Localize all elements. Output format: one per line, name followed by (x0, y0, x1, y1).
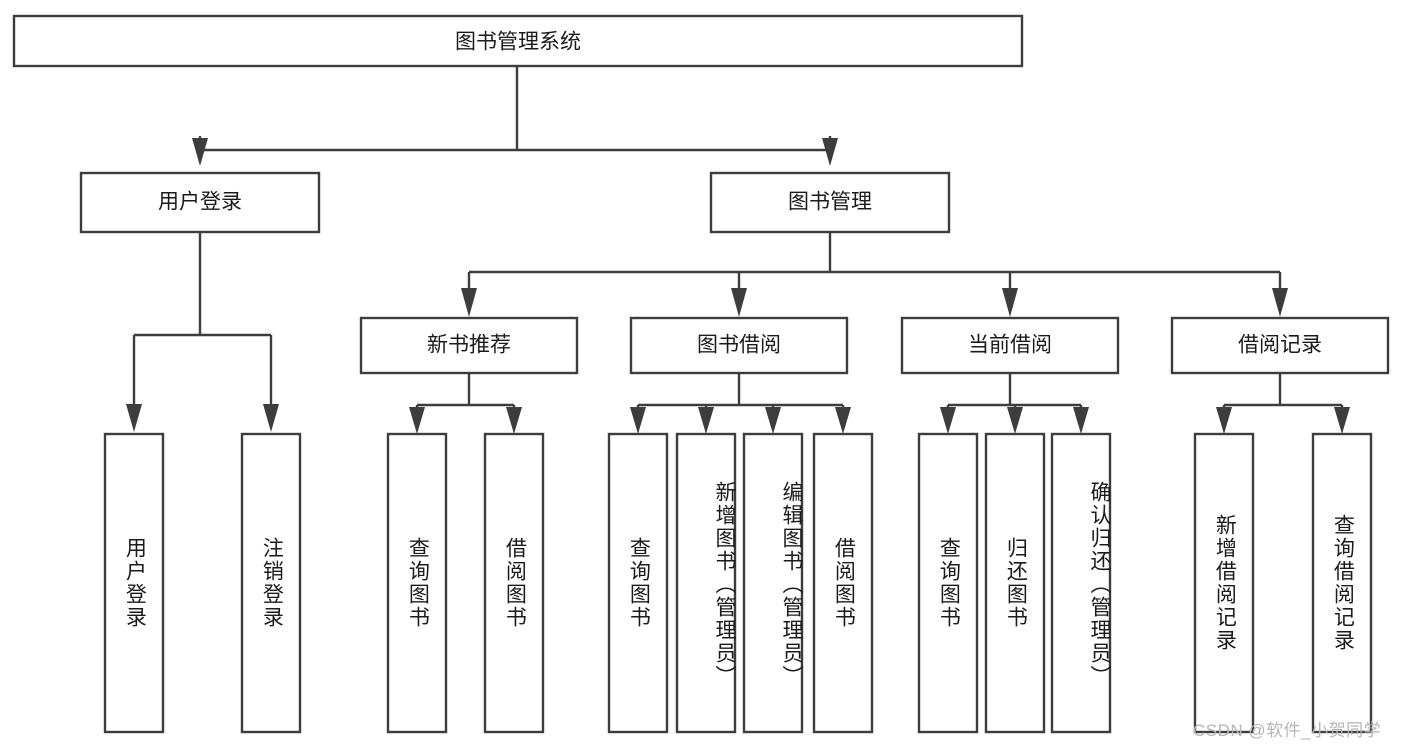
node-label: 图书借阅 (697, 334, 781, 357)
watermark-text: CSDN @软件_小贺同学 (1193, 721, 1382, 740)
arrow-head-icon (461, 288, 477, 317)
arrow-head-icon (506, 407, 522, 434)
node-user-login[interactable]: 用户登录 (79, 171, 321, 234)
arrow-head-icon (1334, 407, 1350, 434)
leaf-box-query-book-2[interactable] (607, 432, 669, 734)
node-box-shape (900, 316, 1120, 375)
connector-bookborrow-to-leaves (630, 373, 851, 434)
leaf-box-user-login[interactable] (103, 432, 165, 734)
node-box-shape (1170, 316, 1390, 375)
arrow-head-icon (1073, 407, 1089, 434)
leaf-box-confirm-return-admin[interactable] (1050, 432, 1112, 734)
leaf-box-return-book[interactable] (984, 432, 1046, 734)
leaf-box-logout[interactable] (240, 432, 302, 734)
connector-bookmgmt-to-level3 (461, 232, 1288, 317)
leaf-box-borrow-book-2[interactable] (812, 432, 874, 734)
node-label: 当前借阅 (968, 334, 1052, 357)
node-box-shape (12, 14, 1024, 68)
node-book-borrow[interactable]: 图书借阅 (629, 316, 849, 375)
arrow-head-icon (1007, 407, 1023, 434)
arrow-head-icon (698, 407, 714, 434)
node-box-shape (359, 316, 579, 375)
leaf-box-query-book-3[interactable] (917, 432, 979, 734)
arrow-head-icon (192, 138, 208, 166)
node-label: 图书管理 (788, 191, 872, 214)
node-box-shape (709, 171, 951, 234)
arrow-head-icon (822, 138, 838, 166)
connector-userlogin-to-leaves (126, 232, 279, 432)
arrow-head-icon (1216, 407, 1232, 434)
node-label: 用户登录 (158, 191, 242, 214)
node-box-shape (79, 171, 321, 234)
node-borrow-record[interactable]: 借阅记录 (1170, 316, 1390, 375)
leaf-box-add-book-admin[interactable] (675, 432, 737, 734)
arrow-head-icon (1002, 288, 1018, 317)
arrow-head-icon (940, 407, 956, 434)
arrow-head-icon (263, 404, 279, 432)
arrow-head-icon (731, 288, 747, 317)
node-label: 图书管理系统 (455, 31, 581, 54)
node-book-management[interactable]: 图书管理 (709, 171, 951, 234)
connector-root-to-level2 (192, 66, 838, 166)
arrow-head-icon (765, 407, 781, 434)
arrow-head-icon (409, 407, 425, 434)
node-label: 借阅记录 (1238, 334, 1322, 357)
leaf-box-edit-book-admin[interactable] (742, 432, 804, 734)
leaf-box-add-borrow-record[interactable] (1193, 432, 1255, 734)
arrow-head-icon (630, 407, 646, 434)
node-root[interactable]: 图书管理系统 (12, 14, 1024, 68)
node-box-shape (629, 316, 849, 375)
arrow-head-icon (126, 404, 142, 432)
arrow-head-icon (835, 407, 851, 434)
node-label: 新书推荐 (427, 334, 511, 357)
connector-newbook-to-leaves (409, 373, 522, 434)
leaf-box-query-book-1[interactable] (386, 432, 448, 734)
arrow-head-icon (1272, 288, 1288, 317)
node-new-book-recommend[interactable]: 新书推荐 (359, 316, 579, 375)
connector-currentborrow-to-leaves (940, 373, 1089, 434)
leaf-box-query-borrow-record[interactable] (1311, 432, 1373, 734)
leaf-box-borrow-book-1[interactable] (483, 432, 545, 734)
connector-borrowrecord-to-leaves (1216, 373, 1350, 434)
node-current-borrow[interactable]: 当前借阅 (900, 316, 1120, 375)
